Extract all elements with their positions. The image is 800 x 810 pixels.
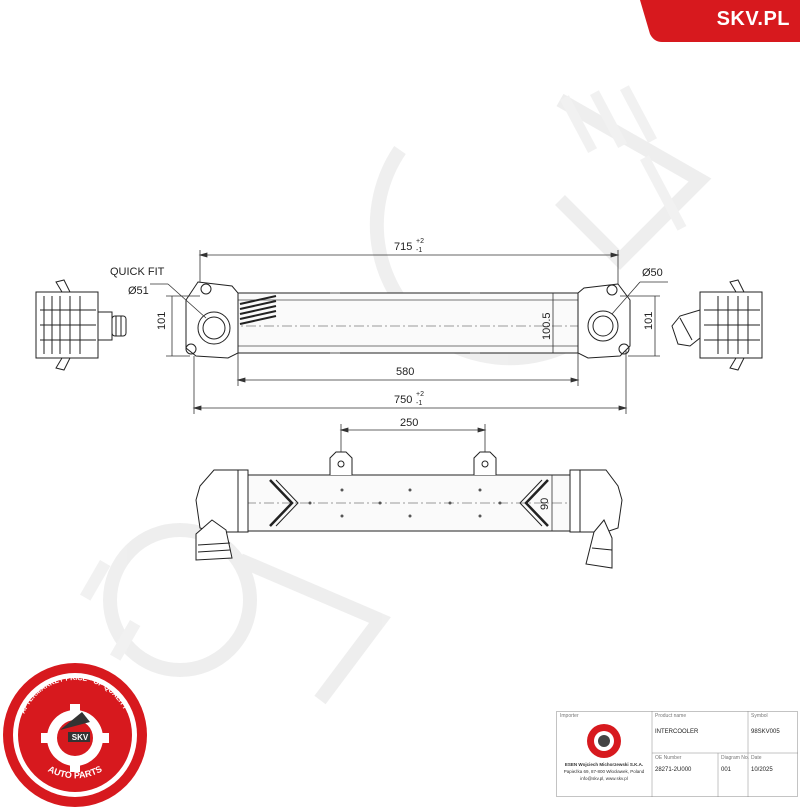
skv-logo: AFTERMARKET PRICE · OF QUALITY · SKV AUT… xyxy=(3,663,147,807)
diagram-label: Diagram No. xyxy=(721,755,750,761)
symbol-value: 98SKV005 xyxy=(751,729,780,735)
right-tank xyxy=(577,283,631,359)
importer-label: Importer xyxy=(560,713,579,719)
core-body xyxy=(237,292,579,354)
date-label: Date xyxy=(751,755,762,761)
dim-750-plus: +2 xyxy=(416,391,424,398)
importer-contact: info@skv.pl, www.skv.pl xyxy=(580,776,628,781)
left-quick-fit-connector xyxy=(35,279,127,371)
left-tank xyxy=(185,281,239,359)
dim-715-minus: -1 xyxy=(416,247,422,254)
top-view xyxy=(185,281,631,359)
side-view xyxy=(195,451,623,569)
brand-site-name[interactable]: SKV.PL xyxy=(716,8,790,30)
right-connector xyxy=(671,279,763,371)
dim-750-minus: -1 xyxy=(416,400,422,407)
oe-number-label: OE Number xyxy=(655,755,682,761)
dim-715-plus: +2 xyxy=(416,238,424,245)
outlet-diameter: Ø50 xyxy=(642,267,663,279)
title-block: Importer ESEN Wojciech Michorzewski S.K.… xyxy=(556,711,798,797)
inlet-diameter: Ø51 xyxy=(128,285,149,297)
dim-250: 250 xyxy=(400,417,418,429)
left-port-inner xyxy=(202,316,226,340)
dim-90: 90 xyxy=(539,498,551,510)
importer-address: Papieżka 69, 87-800 Włocławek, Poland xyxy=(563,769,645,774)
right-port-inner xyxy=(592,315,614,337)
brand-tab xyxy=(640,0,800,42)
diagram-number: 001 xyxy=(721,767,732,773)
fin-hatching xyxy=(239,295,277,325)
right-port-outer xyxy=(587,310,619,342)
quick-fit-label: QUICK FIT xyxy=(110,266,165,278)
watermark-gear-ring xyxy=(103,523,257,677)
dimension-text: 715 +2 -1 580 750 +2 -1 QUICK FIT Ø51 Ø5… xyxy=(110,238,663,510)
dim-750: 750 xyxy=(394,394,412,406)
left-port-outer xyxy=(197,311,231,345)
left-mount-top xyxy=(200,283,212,295)
core-height: 100.5 xyxy=(541,312,553,340)
dim-580: 580 xyxy=(396,366,414,378)
logo-center-text: SKV xyxy=(72,733,89,742)
left-mount-bottom xyxy=(185,343,197,355)
dim-715: 715 xyxy=(394,241,412,253)
right-mount-bottom xyxy=(618,343,630,355)
oe-number: 28271-2U000 xyxy=(655,767,692,773)
right-mount-top xyxy=(606,284,618,296)
product-name-label: Product name xyxy=(655,713,687,719)
dimension-lines xyxy=(150,250,668,531)
symbol-label: Symbol xyxy=(751,713,768,719)
importer-name: ESEN Wojciech Michorzewski S.K.A. xyxy=(564,762,644,767)
date-value: 10/2025 xyxy=(751,767,773,773)
watermark-stroke-3 xyxy=(237,553,391,705)
product-name: INTERCOOLER xyxy=(655,729,699,735)
left-height: 101 xyxy=(156,312,168,330)
right-height: 101 xyxy=(643,312,655,330)
watermark-stroke-1 xyxy=(555,93,712,270)
